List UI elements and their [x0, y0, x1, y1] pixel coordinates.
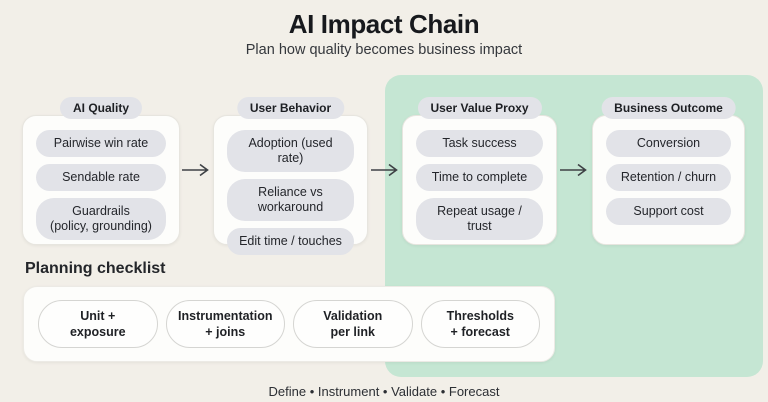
column-card-user-behavior: User Behavior Adoption (used rate) Relia…	[213, 97, 368, 255]
column-header-business-outcome: Business Outcome	[601, 97, 736, 119]
metric-pill: Edit time / touches	[227, 228, 354, 255]
checklist-pill: Unit + exposure	[38, 300, 158, 348]
metric-pill: Task success	[416, 130, 543, 157]
checklist-pill: Validation per link	[293, 300, 413, 348]
footer-steps: Define • Instrument • Validate • Forecas…	[268, 384, 500, 399]
metric-pill: Time to complete	[416, 164, 543, 191]
metric-pill: Sendable rate	[36, 164, 166, 191]
metric-pill: Repeat usage / trust	[416, 198, 543, 240]
column-items: Adoption (used rate) Reliance vs workaro…	[214, 116, 367, 263]
arrow-right-icon	[370, 163, 400, 177]
column-items: Task success Time to complete Repeat usa…	[403, 116, 556, 248]
metric-pill: Retention / churn	[606, 164, 731, 191]
metric-pill: Adoption (used rate)	[227, 130, 354, 172]
column-card-user-value-proxy: User Value Proxy Task success Time to co…	[402, 97, 557, 248]
column-items: Pairwise win rate Sendable rate Guardrai…	[23, 116, 179, 248]
checklist-pill: Thresholds + forecast	[420, 300, 540, 348]
arrow-right-icon	[181, 163, 211, 177]
column-header-ai-quality: AI Quality	[59, 97, 143, 119]
metric-pill: Support cost	[606, 198, 731, 225]
page-subtitle: Plan how quality becomes business impact	[245, 42, 523, 58]
column-card-ai-quality: AI Quality Pairwise win rate Sendable ra…	[22, 97, 180, 248]
checklist-card: Unit + exposure Instrumentation + joins …	[23, 286, 555, 362]
column-header-user-value-proxy: User Value Proxy	[417, 97, 542, 119]
checklist-title: Planning checklist	[25, 260, 166, 277]
metric-pill: Conversion	[606, 130, 731, 157]
metric-pill: Pairwise win rate	[36, 130, 166, 157]
column-items: Conversion Retention / churn Support cos…	[593, 116, 744, 233]
metric-pill: Reliance vs workaround	[227, 179, 354, 221]
metric-pill: Guardrails (policy, grounding)	[36, 198, 166, 240]
arrow-right-icon	[559, 163, 589, 177]
column-header-user-behavior: User Behavior	[236, 97, 345, 119]
page-title: AI Impact Chain	[288, 9, 480, 39]
checklist-pill: Instrumentation + joins	[165, 300, 285, 348]
column-card-business-outcome: Business Outcome Conversion Retention / …	[592, 97, 745, 245]
